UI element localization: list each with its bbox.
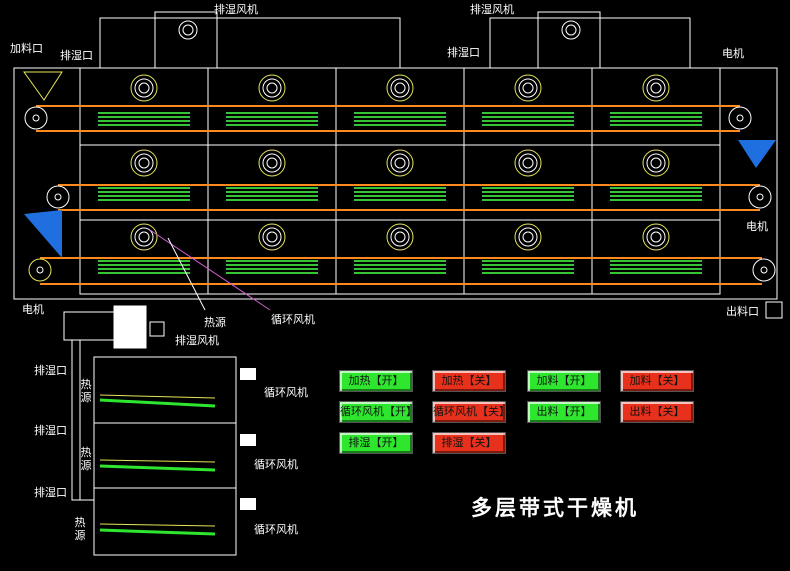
circulation-fan-icon — [386, 223, 414, 251]
circulation-fan-icon — [386, 149, 414, 177]
feed-off-button[interactable]: 加料【关】 — [620, 370, 694, 392]
heater-coil-icon — [226, 112, 318, 126]
heater-coil-icon — [482, 260, 574, 274]
side-circ-fan-label-2: 循环风机 — [254, 458, 298, 471]
heater-coil-icon — [98, 112, 190, 126]
circulation-fan-icon — [642, 223, 670, 251]
circulation-fan-icon — [258, 223, 286, 251]
side-heat-label-1: 热源 — [80, 378, 92, 404]
circulation-fan-icon — [514, 74, 542, 102]
heater-coil-icon — [354, 187, 446, 201]
heat-off-button[interactable]: 加热【关】 — [432, 370, 506, 392]
discharge-port-label: 出料口 — [726, 305, 759, 318]
heater-coil-icon — [482, 187, 574, 201]
circulation-fan-icon — [642, 74, 670, 102]
feed-port-label: 加料口 — [10, 42, 43, 55]
heater-coil-icon — [482, 112, 574, 126]
side-exhaust-port-label-1: 排湿口 — [34, 364, 67, 377]
heater-coil-icon — [354, 260, 446, 274]
circulation-fan-icon — [258, 149, 286, 177]
feed-on-button[interactable]: 加料【开】 — [527, 370, 601, 392]
heater-coil-icon — [610, 187, 702, 201]
exhaust-fan-label-2: 排湿风机 — [470, 3, 514, 16]
side-fan-icon — [240, 368, 256, 510]
circulation-fan-icon — [130, 74, 158, 102]
roller-icon — [24, 106, 776, 282]
discharge-off-button[interactable]: 出料【关】 — [620, 401, 694, 423]
exhaust-port-label-1: 排湿口 — [60, 49, 93, 62]
page-title: 多层带式干燥机 — [471, 496, 639, 520]
side-circ-fan-label-3: 循环风机 — [254, 523, 298, 536]
side-heat-label-2: 热源 — [80, 446, 92, 472]
exhaust-port-label-2: 排湿口 — [447, 46, 480, 59]
circulation-fan-icon — [386, 74, 414, 102]
heater-coil-icon — [610, 112, 702, 126]
exhaust-fan-icon — [178, 20, 581, 40]
hopper-icon — [24, 210, 62, 258]
heat-on-button[interactable]: 加热【开】 — [339, 370, 413, 392]
side-exhaust-port-label-3: 排湿口 — [34, 486, 67, 499]
motor-label-mid: 电机 — [746, 220, 768, 233]
exhaust-off-button[interactable]: 排湿【关】 — [432, 432, 506, 454]
exhaust-fan-label-1: 排湿风机 — [214, 3, 258, 16]
circulation-fan-icon — [642, 149, 670, 177]
heater-coil-icon — [98, 187, 190, 201]
circulation-fan-icon — [514, 149, 542, 177]
circ-fan-off-button[interactable]: 循环风机【关】 — [432, 401, 510, 423]
motor-label-bottom: 电机 — [22, 303, 44, 316]
circ-fan-on-button[interactable]: 循环风机【开】 — [339, 401, 417, 423]
heater-coil-icon — [226, 187, 318, 201]
side-exhaust-port-label-2: 排湿口 — [34, 424, 67, 437]
heater-coil-icon — [610, 260, 702, 274]
heater-coil-icon — [354, 112, 446, 126]
circulation-fan-icon — [514, 223, 542, 251]
hopper-icon — [738, 140, 776, 168]
side-heat-label-3: 热源 — [74, 516, 86, 542]
circ-fan-label: 循环风机 — [271, 313, 315, 326]
circulation-fan-icon — [258, 74, 286, 102]
heat-source-label: 热源 — [204, 316, 226, 329]
side-circ-fan-label-1: 循环风机 — [264, 386, 308, 399]
motor-label-top: 电机 — [722, 47, 744, 60]
heater-coil-icon — [226, 260, 318, 274]
heater-coil-icon — [98, 260, 190, 274]
circulation-fan-icon — [130, 149, 158, 177]
circulation-fan-icon — [130, 223, 158, 251]
discharge-on-button[interactable]: 出料【开】 — [527, 401, 601, 423]
exhaust-on-button[interactable]: 排湿【开】 — [339, 432, 413, 454]
side-exhaust-fan-label: 排湿风机 — [175, 334, 219, 347]
